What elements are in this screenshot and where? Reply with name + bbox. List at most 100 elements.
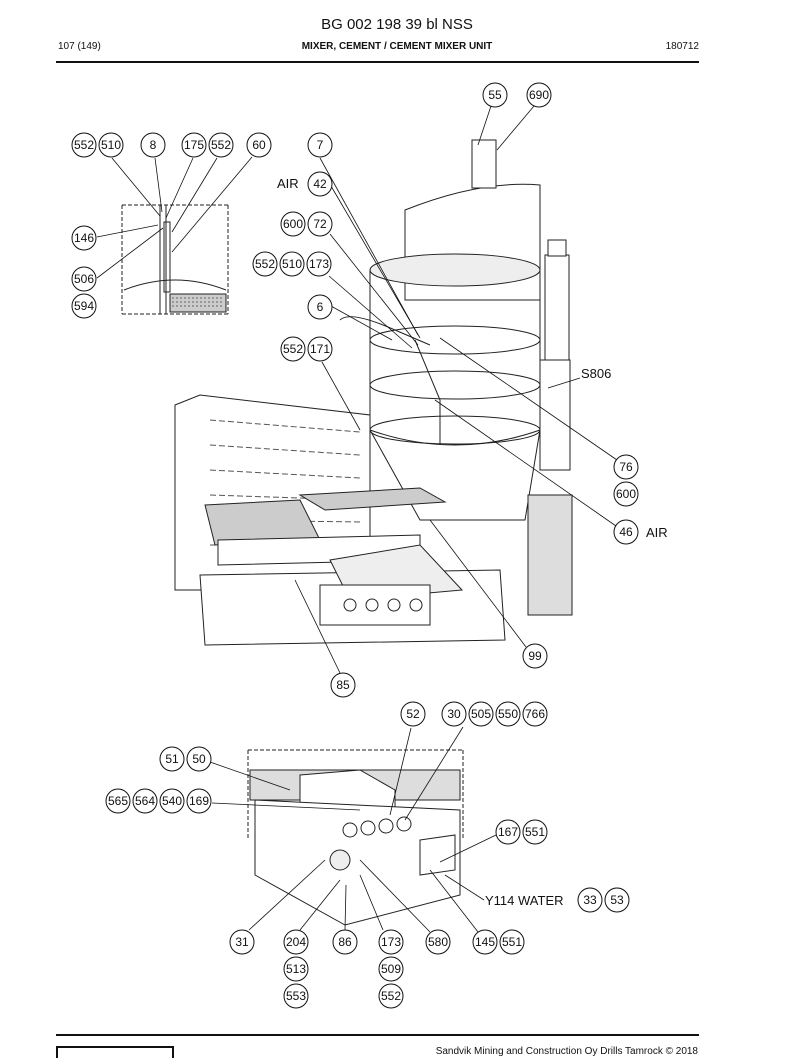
callout-99: 99: [522, 643, 548, 669]
callout-86: 86: [332, 929, 358, 955]
svg-text:506: 506: [74, 272, 94, 286]
callout-509: 509: [378, 956, 404, 982]
leader-lines: [96, 105, 618, 933]
callout-76: 76: [613, 454, 639, 480]
callout-552: 552: [280, 336, 306, 362]
callout-552: 552: [378, 983, 404, 1009]
callout-540: 540: [159, 788, 185, 814]
svg-text:600: 600: [616, 487, 636, 501]
svg-text:146: 146: [74, 231, 94, 245]
svg-text:171: 171: [310, 342, 330, 356]
svg-text:175: 175: [184, 138, 204, 152]
callout-7: 7: [307, 132, 333, 158]
svg-text:72: 72: [313, 217, 327, 231]
svg-text:550: 550: [498, 707, 518, 721]
date-code: 180712: [665, 41, 699, 52]
svg-text:46: 46: [619, 525, 633, 539]
callout-600: 600: [613, 481, 639, 507]
svg-text:55: 55: [488, 88, 502, 102]
svg-text:552: 552: [255, 257, 275, 271]
svg-text:31: 31: [235, 935, 249, 949]
svg-text:60: 60: [252, 138, 266, 152]
callout-594: 594: [71, 293, 97, 319]
svg-text:594: 594: [74, 299, 94, 313]
page-number: 107 (149): [58, 41, 101, 52]
svg-text:52: 52: [406, 707, 420, 721]
section-title: MIXER, CEMENT / CEMENT MIXER UNIT: [301, 41, 493, 52]
callout-72: 72: [307, 211, 333, 237]
callout-146: 146: [71, 225, 97, 251]
valve-block-drawing: [247, 749, 464, 926]
callout-31: 31: [229, 929, 255, 955]
callout-552: 552: [71, 132, 97, 158]
svg-text:552: 552: [283, 342, 303, 356]
svg-text:99: 99: [528, 649, 542, 663]
svg-text:33: 33: [583, 893, 597, 907]
svg-text:169: 169: [189, 794, 209, 808]
callout-175: 175: [181, 132, 207, 158]
callout-550: 550: [495, 701, 521, 727]
svg-text:509: 509: [381, 962, 401, 976]
callout-60: 60: [246, 132, 272, 158]
callout-513: 513: [283, 956, 309, 982]
svg-text:552: 552: [74, 138, 94, 152]
svg-text:173: 173: [309, 257, 329, 271]
callout-33: 33: [577, 887, 603, 913]
svg-text:76: 76: [619, 460, 633, 474]
svg-text:8: 8: [150, 138, 157, 152]
callout-167: 167: [495, 819, 521, 845]
callout-8: 8: [140, 132, 166, 158]
callout-204: 204: [283, 929, 309, 955]
svg-text:53: 53: [610, 893, 624, 907]
mixer-main-drawing: [174, 139, 573, 646]
svg-text:204: 204: [286, 935, 306, 949]
callout-6: 6: [307, 294, 333, 320]
svg-text:167: 167: [498, 825, 518, 839]
callout-564: 564: [132, 788, 158, 814]
svg-text:173: 173: [381, 935, 401, 949]
svg-text:7: 7: [317, 138, 324, 152]
svg-text:510: 510: [282, 257, 302, 271]
svg-text:551: 551: [525, 825, 545, 839]
callout-510: 510: [98, 132, 124, 158]
footer-copyright: Sandvik Mining and Construction Oy Drill…: [435, 1046, 698, 1057]
callout-42: 42: [307, 171, 333, 197]
callout-85: 85: [330, 672, 356, 698]
callout-690: 690: [526, 82, 552, 108]
svg-text:50: 50: [192, 752, 206, 766]
callout-30: 30: [441, 701, 467, 727]
svg-text:6: 6: [317, 300, 324, 314]
callout-551: 551: [522, 819, 548, 845]
svg-text:540: 540: [162, 794, 182, 808]
callout-46: 46: [613, 519, 639, 545]
callout-173: 173: [378, 929, 404, 955]
header-rule: [56, 61, 699, 63]
label-s806: S806: [581, 366, 611, 381]
svg-text:565: 565: [108, 794, 128, 808]
callout-505: 505: [468, 701, 494, 727]
callout-552: 552: [252, 251, 278, 277]
company-logo: [56, 1046, 174, 1058]
callout-55: 55: [482, 82, 508, 108]
svg-text:145: 145: [475, 935, 495, 949]
callout-600: 600: [280, 211, 306, 237]
callout-50: 50: [186, 746, 212, 772]
svg-text:513: 513: [286, 962, 306, 976]
callout-510: 510: [279, 251, 305, 277]
callout-506: 506: [71, 266, 97, 292]
svg-text:86: 86: [338, 935, 352, 949]
svg-text:600: 600: [283, 217, 303, 231]
callout-565: 565: [105, 788, 131, 814]
svg-text:552: 552: [211, 138, 231, 152]
svg-text:42: 42: [313, 177, 327, 191]
svg-text:551: 551: [502, 935, 522, 949]
detail-inset-drawing: [121, 204, 229, 315]
document-id: BG 002 198 39 bl NSS: [321, 16, 473, 33]
callout-52: 52: [400, 701, 426, 727]
svg-text:51: 51: [165, 752, 179, 766]
callout-169: 169: [186, 788, 212, 814]
callout-171: 171: [307, 336, 333, 362]
svg-text:505: 505: [471, 707, 491, 721]
callout-552: 552: [208, 132, 234, 158]
